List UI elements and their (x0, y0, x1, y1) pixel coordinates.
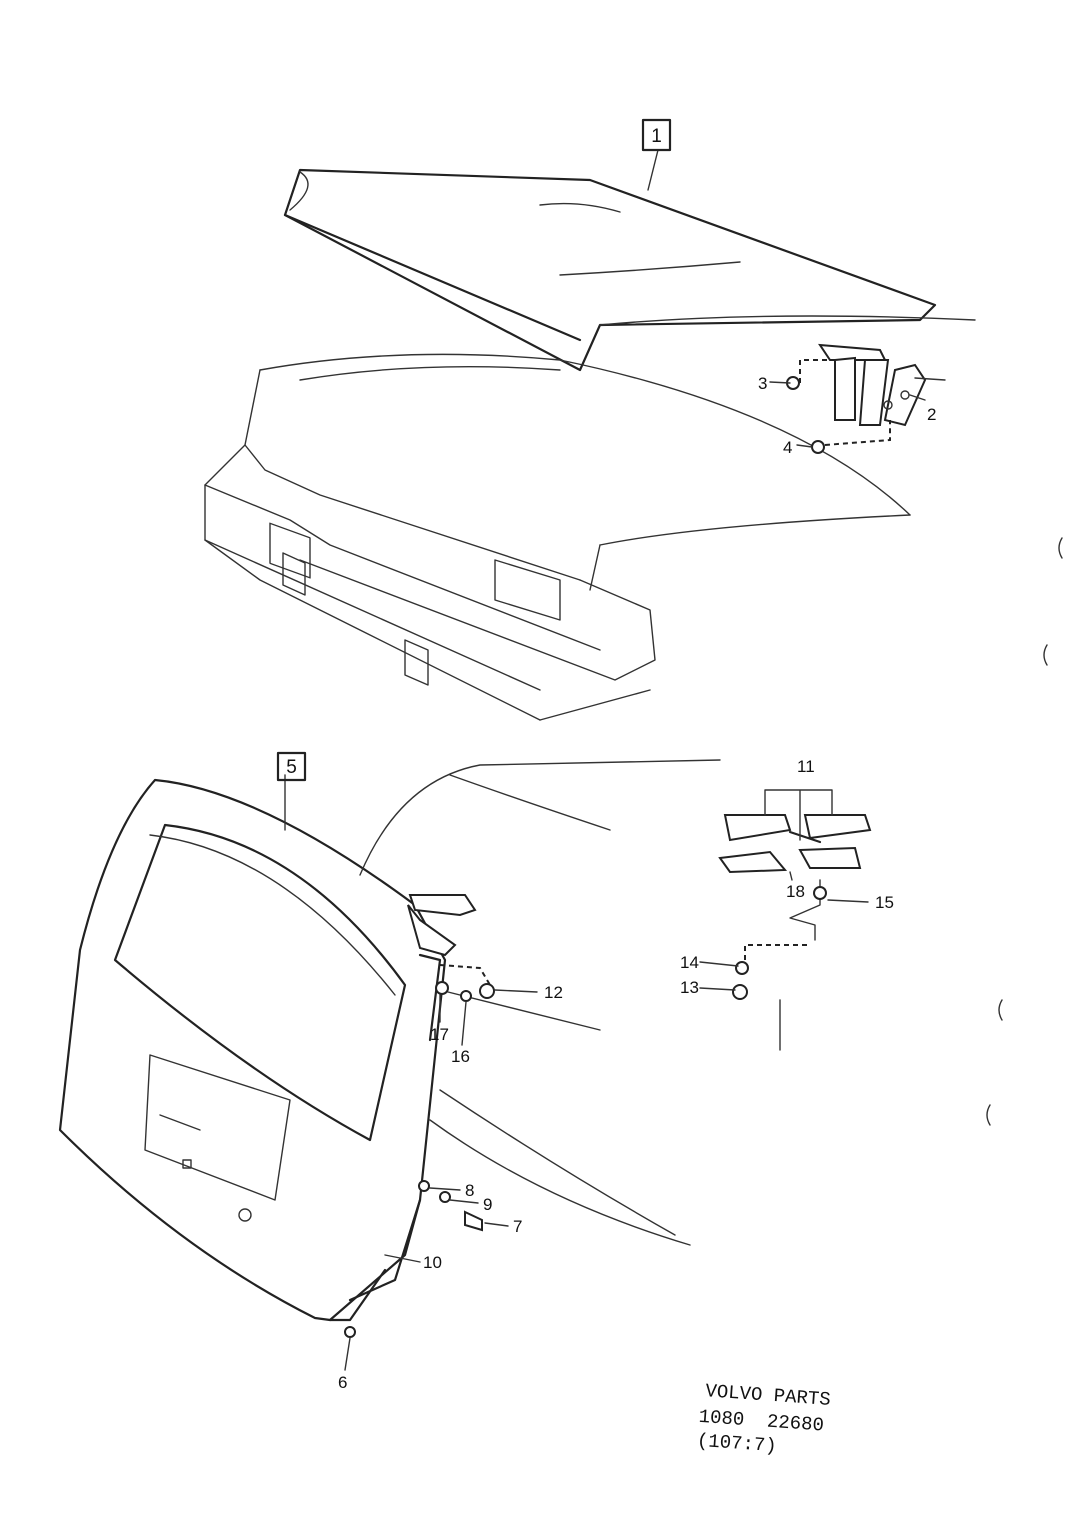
footer-brand: VOLVO PARTS (705, 1380, 832, 1411)
label-4: 4 (783, 438, 792, 457)
label-16: 16 (451, 1047, 470, 1066)
label-8: 8 (465, 1181, 474, 1200)
label-14: 14 (680, 953, 699, 972)
label-2: 2 (927, 405, 936, 424)
car-side-body (359, 759, 721, 1246)
label-12: 12 (544, 983, 563, 1002)
footer-block: VOLVO PARTS 1080 22680 (107:7) (696, 1380, 832, 1458)
tailgate (58, 778, 447, 1322)
trunk-lid (283, 168, 976, 372)
callout-box-1: 1 (641, 118, 672, 152)
trunk-hinge (818, 343, 946, 427)
margin-marks (986, 537, 1063, 1126)
strut-brackets (718, 814, 872, 1051)
label-9: 9 (483, 1195, 492, 1214)
callout-box-5: 5 (276, 751, 307, 782)
label-6: 6 (338, 1373, 347, 1392)
callout-1-text: 1 (651, 126, 662, 147)
label-3: 3 (758, 374, 767, 393)
leader-lines (284, 149, 926, 1371)
tailgate-hinge (407, 894, 495, 1042)
car-rear-body (204, 353, 911, 721)
hinge-fasteners (786, 359, 891, 454)
label-7: 7 (513, 1217, 522, 1236)
label-10: 10 (423, 1253, 442, 1272)
label-18: 18 (786, 882, 805, 901)
footer-ref: (107:7) (696, 1430, 777, 1458)
part-labels: 2 3 4 11 18 15 14 13 12 17 16 8 9 7 10 6 (338, 374, 936, 1392)
label-17: 17 (430, 1025, 449, 1044)
label-11: 11 (797, 757, 815, 776)
callout-5-text: 5 (286, 757, 297, 778)
tailgate-lower-fasteners (344, 1180, 483, 1338)
label-13: 13 (680, 978, 699, 997)
label-15: 15 (875, 893, 894, 912)
